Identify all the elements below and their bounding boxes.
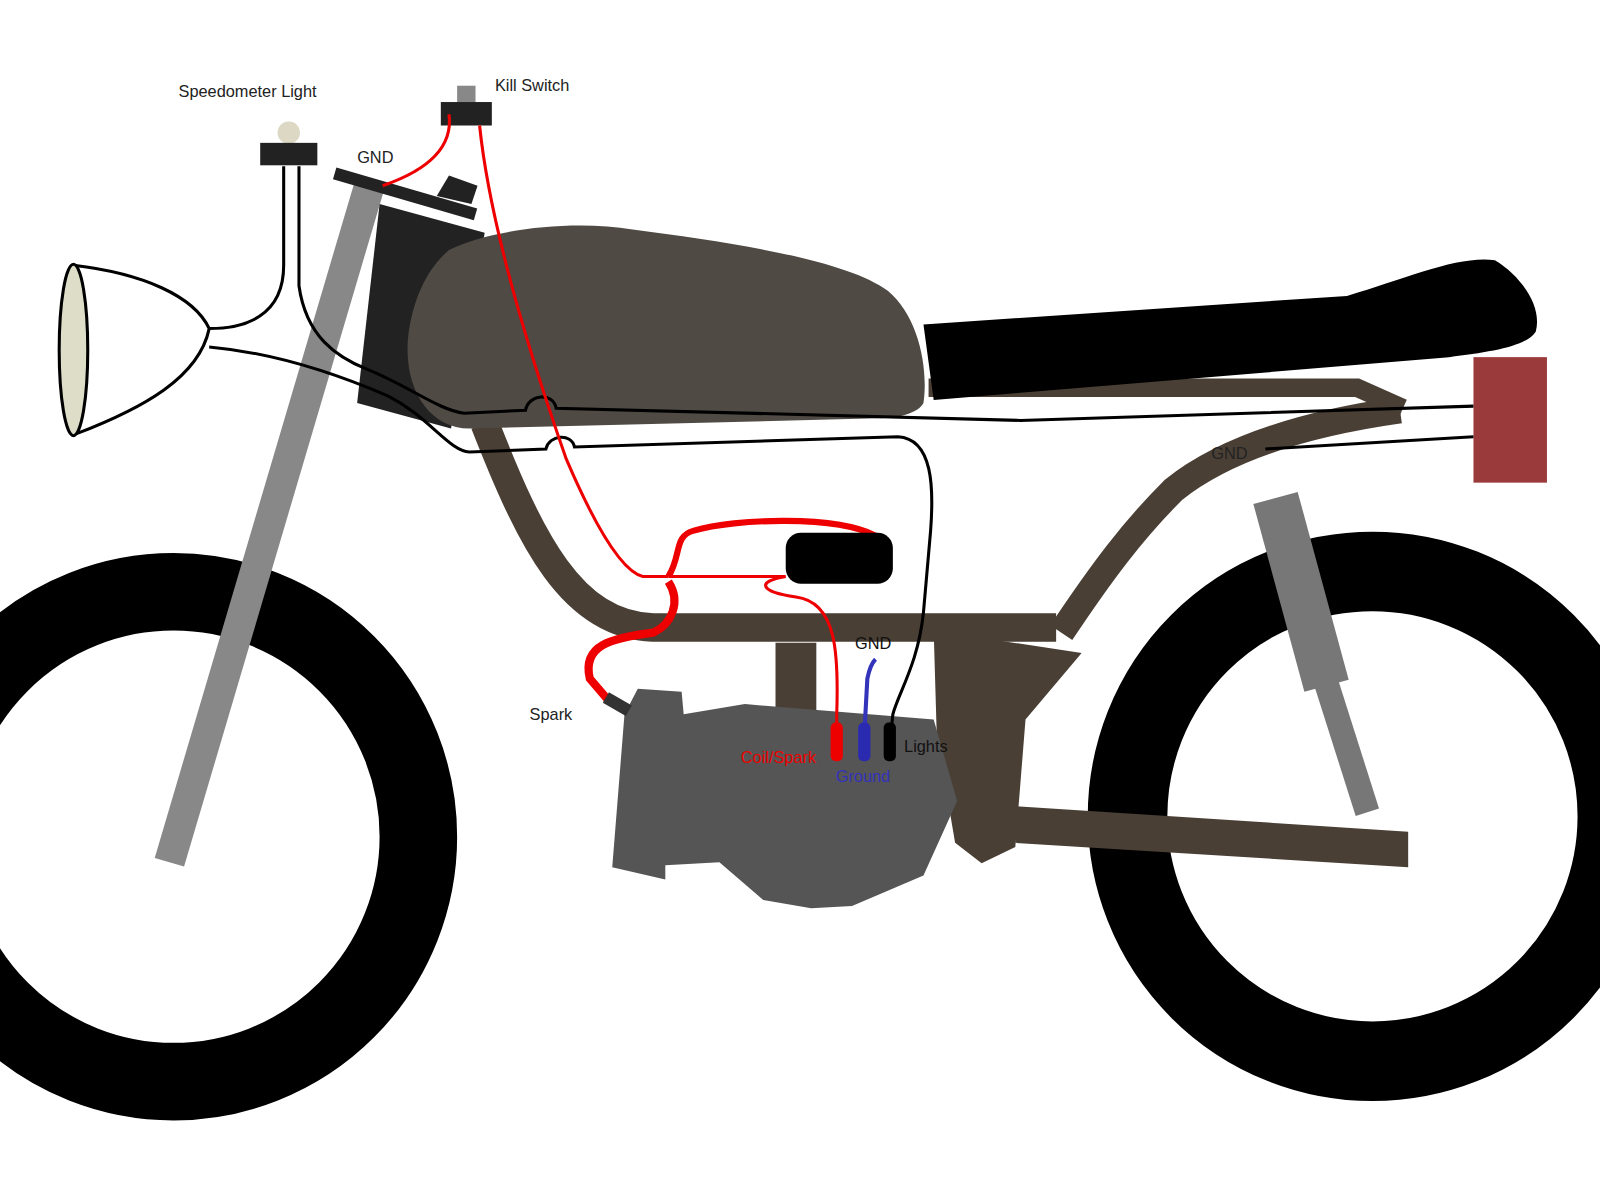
speedometer-light bbox=[278, 121, 300, 143]
red-wires bbox=[383, 114, 838, 734]
ground-label: GND bbox=[855, 636, 891, 652]
ground-label: GND bbox=[357, 150, 393, 166]
black-wires bbox=[209, 166, 1473, 745]
frame-downtube bbox=[485, 423, 1056, 627]
engine bbox=[612, 689, 957, 908]
part-name: Speedometer Light bbox=[179, 84, 317, 100]
part-name: Kill Switch bbox=[495, 78, 569, 94]
kill-switch-button bbox=[457, 86, 475, 104]
coil-connector bbox=[831, 722, 843, 761]
front-fork bbox=[169, 186, 369, 863]
lights-connector bbox=[884, 722, 896, 761]
ground-label: GND bbox=[1211, 446, 1247, 462]
headlight-lens bbox=[59, 264, 88, 435]
swingarm bbox=[1015, 806, 1408, 867]
wire-label: Lights bbox=[904, 739, 948, 755]
ground-connector bbox=[858, 722, 870, 761]
fuel-tank bbox=[408, 226, 925, 429]
spark-plug-cap bbox=[603, 692, 632, 716]
rear-wheel bbox=[1128, 571, 1600, 1061]
wire-label: Ground bbox=[836, 768, 890, 784]
tail-light bbox=[1473, 357, 1546, 483]
spark-plug-wire bbox=[588, 582, 674, 699]
ignition-coil bbox=[786, 533, 893, 584]
front-wheel bbox=[0, 592, 418, 1082]
handlebar-clamp bbox=[437, 176, 478, 205]
part-name: Spark bbox=[530, 707, 573, 723]
rear-shock bbox=[1276, 498, 1327, 686]
rear-shock-rod bbox=[1327, 684, 1368, 813]
seat bbox=[923, 259, 1537, 400]
headlight-body bbox=[73, 265, 209, 433]
wire-label: Coil/Spark bbox=[741, 750, 816, 766]
speedometer bbox=[260, 143, 317, 165]
